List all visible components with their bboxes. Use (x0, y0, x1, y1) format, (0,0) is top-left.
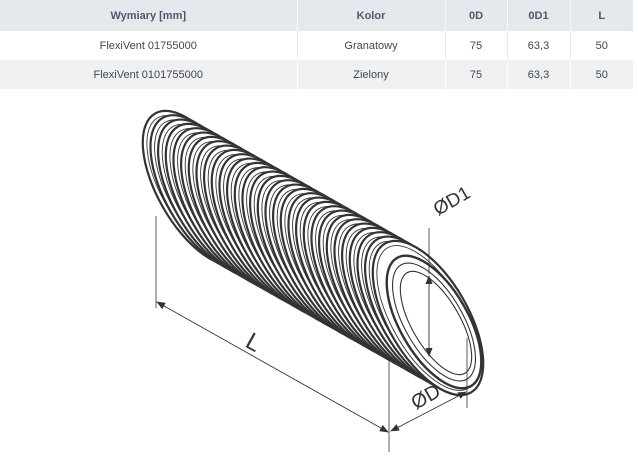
table-row: FlexiVent 0101755000 Zielony 75 63,3 50 (0, 60, 633, 89)
cell-od1: 63,3 (507, 60, 571, 89)
header-od: 0D (445, 0, 508, 31)
header-wymiary: Wymiary [mm] (0, 0, 298, 31)
cell-l: 50 (570, 60, 633, 89)
cell-model: FlexiVent 01755000 (0, 31, 298, 60)
inner-diameter-label: ØD1 (430, 183, 474, 221)
header-od1: 0D1 (507, 0, 571, 31)
cell-od1: 63,3 (507, 31, 571, 60)
spec-table: Wymiary [mm] Kolor 0D 0D1 L FlexiVent 01… (0, 0, 633, 89)
cell-model: FlexiVent 0101755000 (0, 60, 298, 89)
duct-opening-inner-rib (399, 270, 473, 376)
cell-od: 75 (445, 31, 508, 60)
table-header-row: Wymiary [mm] Kolor 0D 0D1 L (0, 0, 633, 31)
length-label: L (241, 328, 266, 358)
duct-opening-rim (385, 254, 483, 390)
cell-color: Zielony (297, 60, 446, 89)
duct-dimension-diagram: L ØD ØD1 (141, 109, 485, 452)
cell-od: 75 (445, 60, 508, 89)
outer-diameter-dimension-line (390, 391, 467, 432)
header-kolor: Kolor (297, 0, 446, 31)
cell-l: 50 (570, 31, 633, 60)
header-l: L (570, 0, 633, 31)
cell-color: Granatowy (297, 31, 446, 60)
table-row: FlexiVent 01755000 Granatowy 75 63,3 50 (0, 31, 633, 60)
length-dimension-line (156, 301, 389, 433)
